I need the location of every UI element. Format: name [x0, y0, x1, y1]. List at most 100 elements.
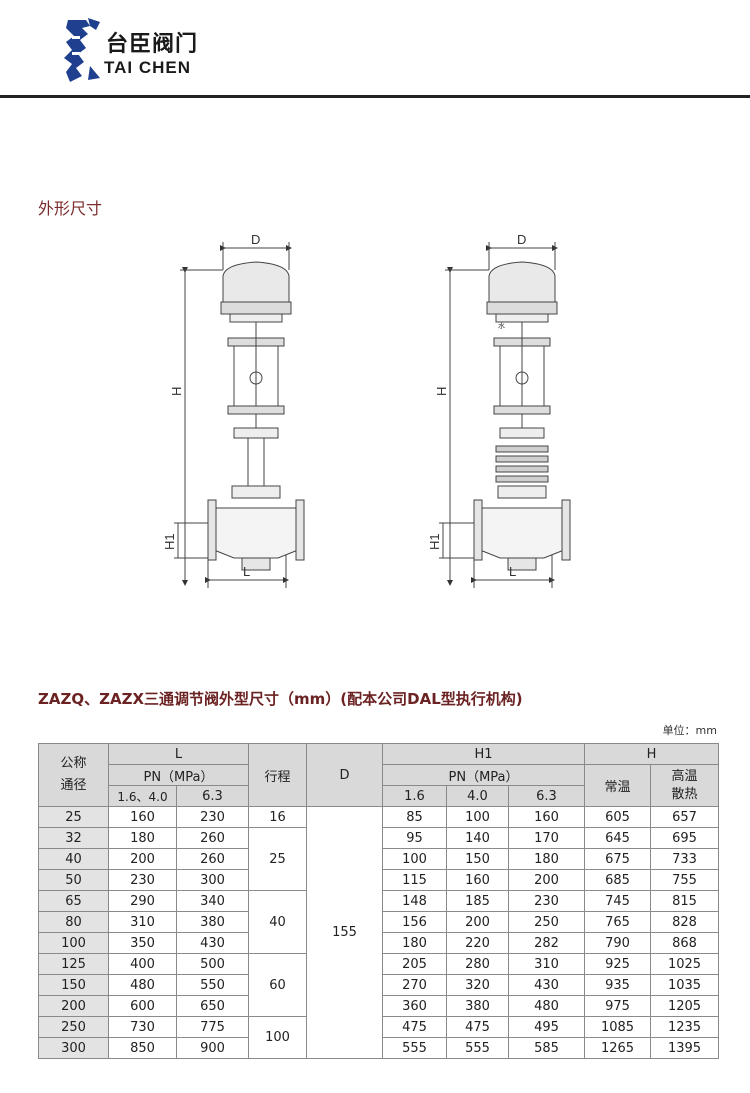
cell-h1-pn40: 475 [446, 1016, 509, 1038]
cell-l-pn16-40: 730 [108, 1016, 177, 1038]
cell-h1-pn40: 150 [446, 848, 509, 870]
header-h: H [584, 743, 720, 765]
cell-h-normal: 685 [584, 869, 652, 891]
header-h1-pn16: 1.6 [382, 785, 447, 807]
cell-h1-pn40: 320 [446, 974, 509, 996]
cell-l-pn16-40: 160 [108, 806, 177, 828]
cell-h-normal: 1085 [584, 1016, 652, 1038]
cell-h1-pn40: 555 [446, 1037, 509, 1059]
section-title: 外形尺寸 [38, 199, 103, 218]
cell-h1-pn16: 205 [382, 953, 447, 975]
cell-h-normal: 975 [584, 995, 652, 1017]
cell-h1-pn63: 200 [507, 869, 586, 891]
cell-stroke: 60 [248, 953, 307, 1017]
cell-l-pn16-40: 200 [108, 848, 177, 870]
cell-l-pn63: 775 [176, 1016, 249, 1038]
cell-h1-pn16: 475 [382, 1016, 447, 1038]
cell-l-pn16-40: 400 [108, 953, 177, 975]
cell-h1-pn16: 156 [382, 911, 447, 933]
header-h1-pn40: 4.0 [446, 785, 509, 807]
cell-l-pn63: 430 [176, 932, 249, 954]
cell-h1-pn16: 360 [382, 995, 447, 1017]
cell-h-hot: 828 [650, 911, 720, 933]
cell-dn: 200 [38, 995, 109, 1017]
cell-h-hot: 695 [650, 827, 720, 849]
cell-h-hot: 1395 [650, 1037, 720, 1059]
dimension-label-l: L [243, 564, 250, 579]
cell-dn: 25 [38, 806, 109, 828]
cell-h1-pn16: 115 [382, 869, 447, 891]
header-l-pn63: 6.3 [176, 785, 249, 807]
cell-h-normal: 1265 [584, 1037, 652, 1059]
cell-h-hot: 1025 [650, 953, 720, 975]
cell-h1-pn63: 495 [507, 1016, 586, 1038]
brand-name-en: TAI CHEN [104, 58, 192, 77]
dimension-label-h: H [169, 387, 184, 396]
header-divider [0, 95, 750, 98]
table-header: 公称 通径 L 行程 D H1 H PN（MPa） PN（MPa） 常温 高温 … [38, 743, 720, 807]
cell-stroke: 16 [248, 806, 307, 828]
cell-stroke: 100 [248, 1016, 307, 1059]
header-l-pn16-40: 1.6、4.0 [108, 785, 177, 807]
cell-h1-pn63: 160 [507, 806, 586, 828]
dimension-label-h1: H1 [162, 533, 177, 550]
header-d: D [306, 743, 383, 807]
header-dn: 公称 通径 [38, 743, 109, 807]
cell-h1-pn16: 85 [382, 806, 447, 828]
cell-dn: 250 [38, 1016, 109, 1038]
cell-h-normal: 745 [584, 890, 652, 912]
dimension-label-d: D [251, 232, 260, 247]
cell-h1-pn40: 160 [446, 869, 509, 891]
cell-dn: 65 [38, 890, 109, 912]
table-title: ZAZQ、ZAZX三通调节阀外型尺寸（mm）(配本公司DAL型执行机构) [38, 690, 523, 708]
cell-dn: 150 [38, 974, 109, 996]
cell-l-pn63: 550 [176, 974, 249, 996]
cell-h1-pn63: 585 [507, 1037, 586, 1059]
cell-h-normal: 645 [584, 827, 652, 849]
dimension-table: 公称 通径 L 行程 D H1 H PN（MPa） PN（MPa） 常温 高温 … [38, 743, 720, 1059]
cell-h1-pn16: 95 [382, 827, 447, 849]
cell-h-hot: 815 [650, 890, 720, 912]
cell-h-normal: 765 [584, 911, 652, 933]
cell-l-pn16-40: 180 [108, 827, 177, 849]
cell-h1-pn16: 100 [382, 848, 447, 870]
cell-dn: 50 [38, 869, 109, 891]
cell-h1-pn40: 220 [446, 932, 509, 954]
cell-l-pn63: 340 [176, 890, 249, 912]
cell-l-pn63: 230 [176, 806, 249, 828]
cell-h1-pn63: 310 [507, 953, 586, 975]
cell-h-hot: 1035 [650, 974, 720, 996]
cell-l-pn63: 260 [176, 827, 249, 849]
cell-h-normal: 925 [584, 953, 652, 975]
valve-drawing-cooling [439, 242, 571, 588]
header-h1-pn: PN（MPa） [381, 764, 586, 786]
page-header: 台臣阀门 TAI CHEN [0, 0, 750, 110]
cell-l-pn16-40: 350 [108, 932, 177, 954]
cell-h-normal: 935 [584, 974, 652, 996]
header-h-hot: 高温 散热 [650, 764, 720, 807]
cell-l-pn16-40: 600 [108, 995, 177, 1017]
header-stroke: 行程 [248, 743, 307, 807]
cell-h1-pn40: 185 [446, 890, 509, 912]
cell-h1-pn63: 250 [507, 911, 586, 933]
cell-l-pn63: 380 [176, 911, 249, 933]
cell-h-hot: 1235 [650, 1016, 720, 1038]
cell-l-pn16-40: 230 [108, 869, 177, 891]
cell-l-pn63: 300 [176, 869, 249, 891]
cell-h1-pn16: 555 [382, 1037, 447, 1059]
valve-drawing-standard [174, 242, 305, 588]
cell-l-pn16-40: 480 [108, 974, 177, 996]
cell-h1-pn63: 170 [507, 827, 586, 849]
cell-l-pn16-40: 850 [108, 1037, 177, 1059]
cell-d: 155 [306, 806, 383, 1059]
cell-h1-pn63: 480 [507, 995, 586, 1017]
